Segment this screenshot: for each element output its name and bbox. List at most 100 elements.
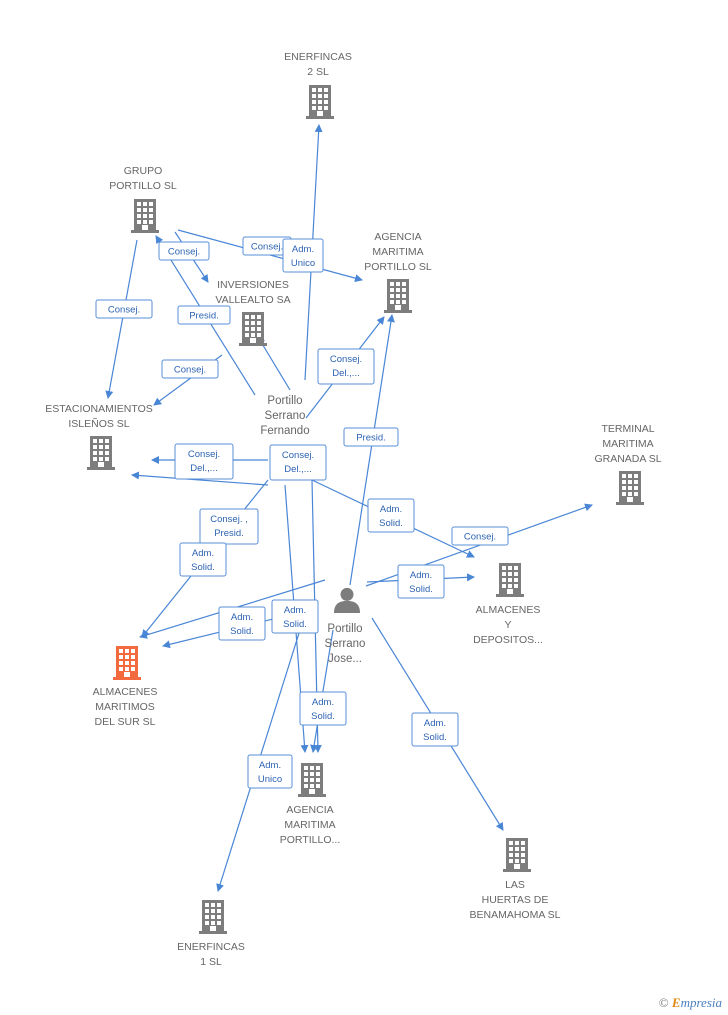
edge-label: Consej.Del.,... (317, 348, 375, 385)
edge-label-text: Adm. (284, 605, 306, 616)
brand-logo-initial: E (671, 995, 681, 1010)
edge-label: Consej.Del.,... (174, 443, 234, 480)
edge-label: Adm.Solid. (179, 542, 227, 577)
edge-label-box (158, 241, 210, 261)
node-label: 2 SL (307, 66, 329, 78)
node-jose[interactable]: PortilloSerranoJose... (325, 587, 366, 665)
edge-label: Consej. (95, 299, 153, 319)
node-label: 1 SL (200, 956, 222, 968)
edge-label-text: Consej. , (210, 514, 248, 525)
person-icon (334, 587, 360, 613)
edge-label-box (282, 238, 324, 273)
edge-label-text: Adm. (259, 760, 281, 771)
edge-label: Adm.Solid. (299, 691, 347, 726)
edge-label-text: Solid. (423, 732, 447, 743)
building-icon (199, 900, 227, 934)
edge-label-text: Adm. (231, 612, 253, 623)
node-label: PORTILLO... (280, 834, 341, 846)
node-label: INVERSIONES (217, 279, 289, 291)
building-icon (87, 436, 115, 470)
building-icon (239, 312, 267, 346)
edge-line (131, 471, 269, 486)
node-label: AGENCIA (374, 231, 421, 243)
edge-label-box (177, 305, 231, 325)
edge-label-text: Consej. (464, 532, 496, 543)
node-label: GRUPO (124, 165, 163, 177)
node-label: ISLEÑOS SL (68, 417, 129, 430)
edge-label-text: Adm. (410, 570, 432, 581)
edge-label: Consej. ,Presid. (199, 508, 259, 545)
node-label: Portillo (267, 395, 302, 407)
node-label: HUERTAS DE (482, 894, 549, 906)
edge-label-text: Solid. (379, 518, 403, 529)
node-label: MARITIMA (284, 819, 335, 831)
edge-label-box (247, 754, 293, 789)
node-estacionam[interactable]: ESTACIONAMIENTOS ISLEÑOS SL (45, 403, 153, 470)
edge-label: Consej. (158, 241, 210, 261)
edge-label: Consej. (451, 526, 509, 546)
edge-label-text: Consej. (168, 247, 200, 258)
node-agencia-bot[interactable]: AGENCIAMARITIMAPORTILLO... (280, 763, 341, 846)
edge-label-text: Solid. (230, 626, 254, 637)
edge-label-box (271, 599, 319, 634)
edge-label-box (179, 542, 227, 577)
edge-label-text: Solid. (283, 619, 307, 630)
node-label: PORTILLO SL (364, 261, 432, 273)
edge-labels-layer: Consej.Adm.UnicoConsej.Consej.Presid.Con… (95, 236, 509, 789)
edge-label-text: Presid. (356, 433, 386, 444)
edge-label-box (161, 359, 219, 379)
edge-label-text: Consej. (174, 365, 206, 376)
edge-label: Presid. (177, 305, 231, 325)
building-icon (496, 563, 524, 597)
edge-label: Consej. Del.,... (269, 444, 327, 481)
edge-label-box (269, 444, 327, 481)
node-almacenes-dep[interactable]: ALMACENESYDEPOSITOS... (473, 563, 543, 646)
edge-label-text: Adm. (380, 504, 402, 515)
node-label: MARITIMA (602, 438, 653, 450)
edge-label-text: Adm. (312, 697, 334, 708)
node-label: TERMINAL (601, 423, 654, 435)
node-label: GRANADA SL (594, 453, 661, 465)
edge-label-box (199, 508, 259, 545)
footer-credit: © Empresia (659, 995, 722, 1011)
node-label: DEL SUR SL (95, 716, 156, 728)
node-enerfincas1[interactable]: ENERFINCAS 1 SL (177, 900, 245, 968)
node-label: ENERFINCAS (177, 941, 245, 953)
edge-label: Presid. (343, 427, 399, 447)
node-label: LAS (505, 879, 525, 891)
edge-label-text: Consej. (251, 242, 283, 253)
edge-label: Consej. (161, 359, 219, 379)
node-label: ALMACENES (476, 604, 541, 616)
edges-layer (105, 124, 593, 892)
edge-label-text: Consej. (108, 305, 140, 316)
edge-label-text: Adm. (292, 244, 314, 255)
node-inversiones[interactable]: INVERSIONES VALLEALTO SA (215, 279, 291, 346)
edge-label: Adm. Solid. (367, 498, 415, 533)
edge-label-box (411, 712, 459, 747)
node-label: ESTACIONAMIENTOS (45, 403, 153, 415)
edge-label: Adm.Unico (282, 238, 324, 273)
edge-label-text: Del.,... (332, 368, 359, 379)
edge-label-box (367, 498, 415, 533)
edge-label: Adm. Solid. (411, 712, 459, 747)
edge-line (310, 629, 334, 753)
building-icon (131, 199, 159, 233)
node-label: VALLEALTO SA (215, 294, 290, 306)
edge-label-text: Adm. (424, 718, 446, 729)
edge-label-text: Consej. (188, 449, 220, 460)
edge-label-text: Solid. (409, 584, 433, 595)
edge-label-box (317, 348, 375, 385)
edge-label: Adm.Unico (247, 754, 293, 789)
edge-label-box (95, 299, 153, 319)
edge-label-text: Del.,... (284, 464, 311, 475)
edge-label-box (218, 606, 266, 641)
edge-label-text: Consej. (282, 450, 314, 461)
node-terminal[interactable]: TERMINAL MARITIMA GRANADA SL (594, 423, 662, 505)
